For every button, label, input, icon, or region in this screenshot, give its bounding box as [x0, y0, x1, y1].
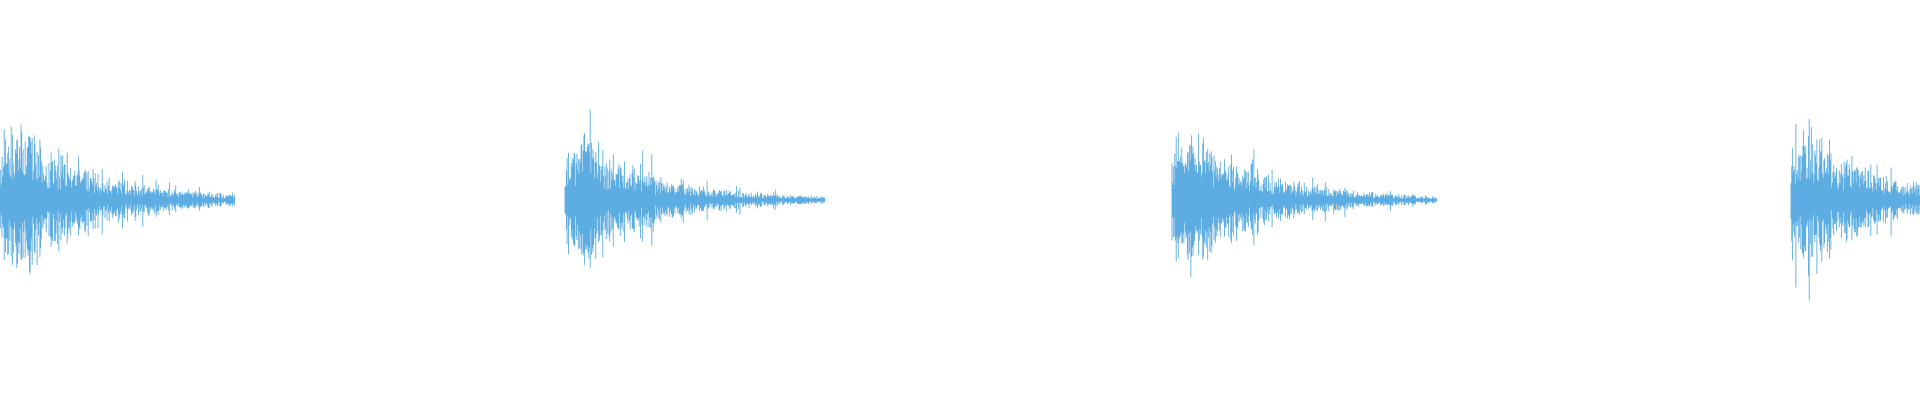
waveform-hits	[0, 109, 1920, 301]
waveform-hit	[1790, 119, 1920, 301]
waveform-hit	[564, 109, 826, 268]
waveform-hit	[1171, 132, 1438, 277]
waveform-hit	[0, 124, 235, 274]
